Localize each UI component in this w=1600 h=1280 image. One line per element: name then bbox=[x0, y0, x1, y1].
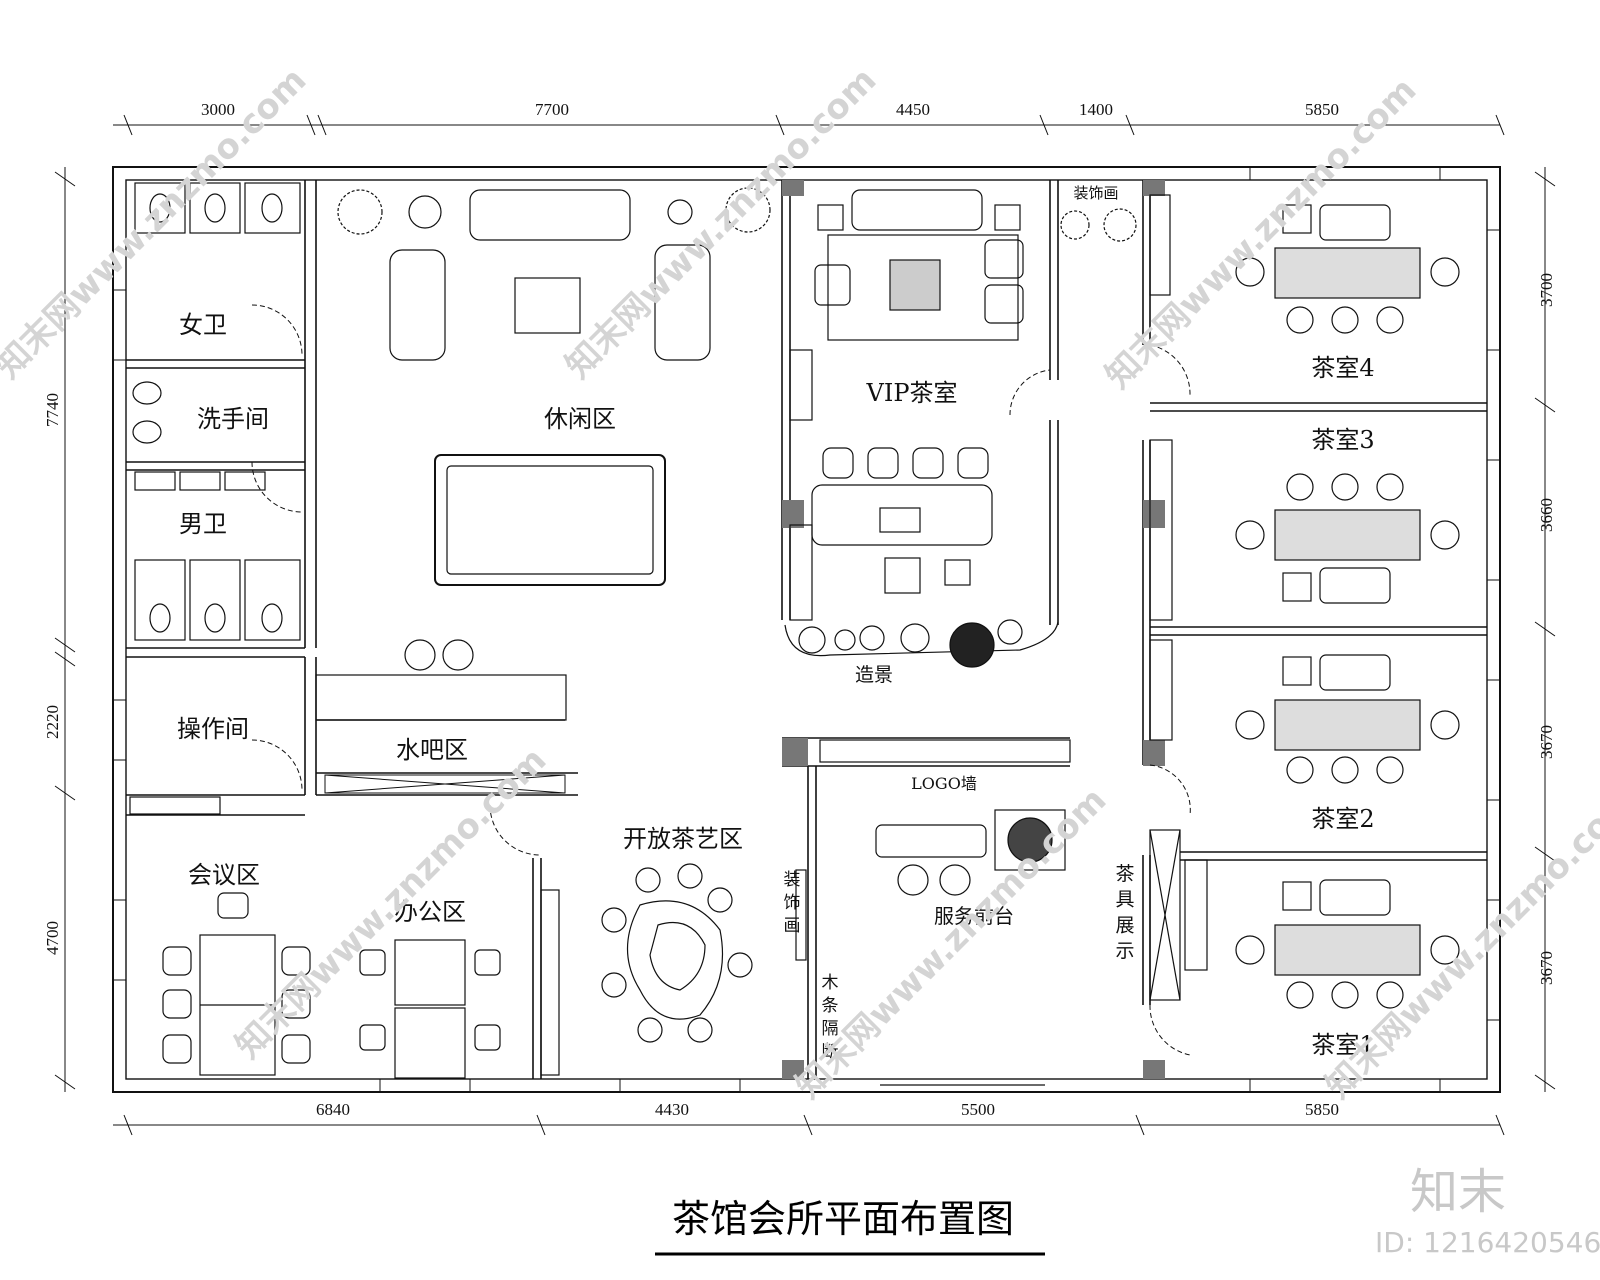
dim-top-1: 3000 bbox=[201, 100, 235, 119]
dim-left-2: 2220 bbox=[43, 705, 62, 739]
label-decor-painting-side: 装饰画 bbox=[784, 870, 801, 936]
dim-right-2: 3660 bbox=[1537, 498, 1556, 532]
water-bar-counter bbox=[129, 639, 567, 815]
watermark-text-5: 知末网www.znzmo.com bbox=[788, 780, 1114, 1106]
label-teaware-display: 茶具展示 bbox=[1115, 863, 1134, 962]
label-leisure-area: 休闲区 bbox=[544, 405, 616, 433]
decor-plants bbox=[1060, 194, 1171, 296]
label-mens-restroom: 男卫 bbox=[179, 510, 227, 538]
interior-walls bbox=[126, 180, 1487, 1079]
label-tea-room-4: 茶室4 bbox=[1311, 354, 1374, 382]
dim-top-3: 4450 bbox=[896, 100, 930, 119]
display-cabinets bbox=[1149, 439, 1208, 1001]
dim-right-4: 3670 bbox=[1537, 951, 1556, 985]
watermark-text-1: 知末网www.znzmo.com bbox=[0, 60, 314, 386]
restroom-fixtures bbox=[132, 182, 301, 641]
dim-left-1: 7740 bbox=[43, 393, 62, 427]
dimension-texts: 3000 7700 4450 1400 5850 6840 4430 5500 … bbox=[43, 100, 1556, 1119]
dim-bottom-3: 5500 bbox=[961, 1100, 995, 1119]
label-reception: 服务前台 bbox=[934, 904, 1014, 928]
label-tea-room-1: 茶室1 bbox=[1311, 1031, 1374, 1059]
label-womens-restroom: 女卫 bbox=[179, 311, 227, 339]
watermark-text-4: 知末网www.znzmo.com bbox=[228, 740, 554, 1066]
pillars bbox=[782, 180, 1165, 1079]
office-furniture bbox=[359, 939, 501, 1079]
dim-top-4: 1400 bbox=[1079, 100, 1113, 119]
label-open-tea-area: 开放茶艺区 bbox=[623, 825, 743, 853]
meeting-furniture bbox=[162, 892, 311, 1076]
dim-top-2: 7700 bbox=[535, 100, 569, 119]
room-labels: 女卫 洗手间 男卫 操作间 休闲区 水吧区 VIP茶室 造景 装饰画 LOGO墙… bbox=[177, 184, 1375, 1059]
watermark-text-3: 知末网www.znzmo.com bbox=[1098, 70, 1424, 396]
tea-room-tables bbox=[1235, 204, 1460, 1009]
label-operation-room: 操作间 bbox=[177, 715, 249, 743]
image-id: ID: 1216420546 bbox=[1375, 1226, 1600, 1259]
dimension-lines bbox=[54, 114, 1556, 1136]
reception-furniture bbox=[795, 739, 1071, 961]
brand-logo-text: 知末 bbox=[1410, 1164, 1506, 1220]
leisure-furniture bbox=[337, 187, 771, 586]
dim-right-1: 3700 bbox=[1537, 273, 1556, 307]
label-tea-room-3: 茶室3 bbox=[1311, 426, 1374, 454]
label-water-bar: 水吧区 bbox=[396, 736, 468, 764]
label-decor-painting-top: 装饰画 bbox=[1073, 184, 1118, 202]
dim-bottom-2: 4430 bbox=[655, 1100, 689, 1119]
label-tea-room-2: 茶室2 bbox=[1311, 805, 1374, 833]
vip-furniture bbox=[789, 189, 1024, 621]
dim-bottom-1: 6840 bbox=[316, 1100, 350, 1119]
doors bbox=[251, 304, 1191, 1056]
outer-walls bbox=[112, 166, 1501, 1093]
vip-chairs bbox=[822, 447, 989, 479]
label-vip-tea-room: VIP茶室 bbox=[866, 379, 958, 407]
label-logo-wall: LOGO墙 bbox=[911, 774, 977, 793]
watermark-text-2: 知末网www.znzmo.com bbox=[558, 60, 884, 386]
label-landscape: 造景 bbox=[855, 664, 893, 686]
dim-right-3: 3670 bbox=[1537, 725, 1556, 759]
dim-left-3: 4700 bbox=[43, 921, 62, 955]
open-tea-furniture bbox=[540, 863, 753, 1076]
landscape-feature bbox=[784, 619, 1059, 668]
dim-bottom-4: 5850 bbox=[1305, 1100, 1339, 1119]
label-washroom: 洗手间 bbox=[197, 405, 269, 433]
windows bbox=[112, 166, 1501, 1093]
label-office-area: 办公区 bbox=[394, 898, 466, 926]
label-meeting-area: 会议区 bbox=[188, 861, 260, 889]
dim-top-5: 5850 bbox=[1305, 100, 1339, 119]
label-wood-partition: 木条隔断 bbox=[822, 973, 839, 1062]
plan-title: 茶馆会所平面布置图 bbox=[672, 1197, 1014, 1241]
